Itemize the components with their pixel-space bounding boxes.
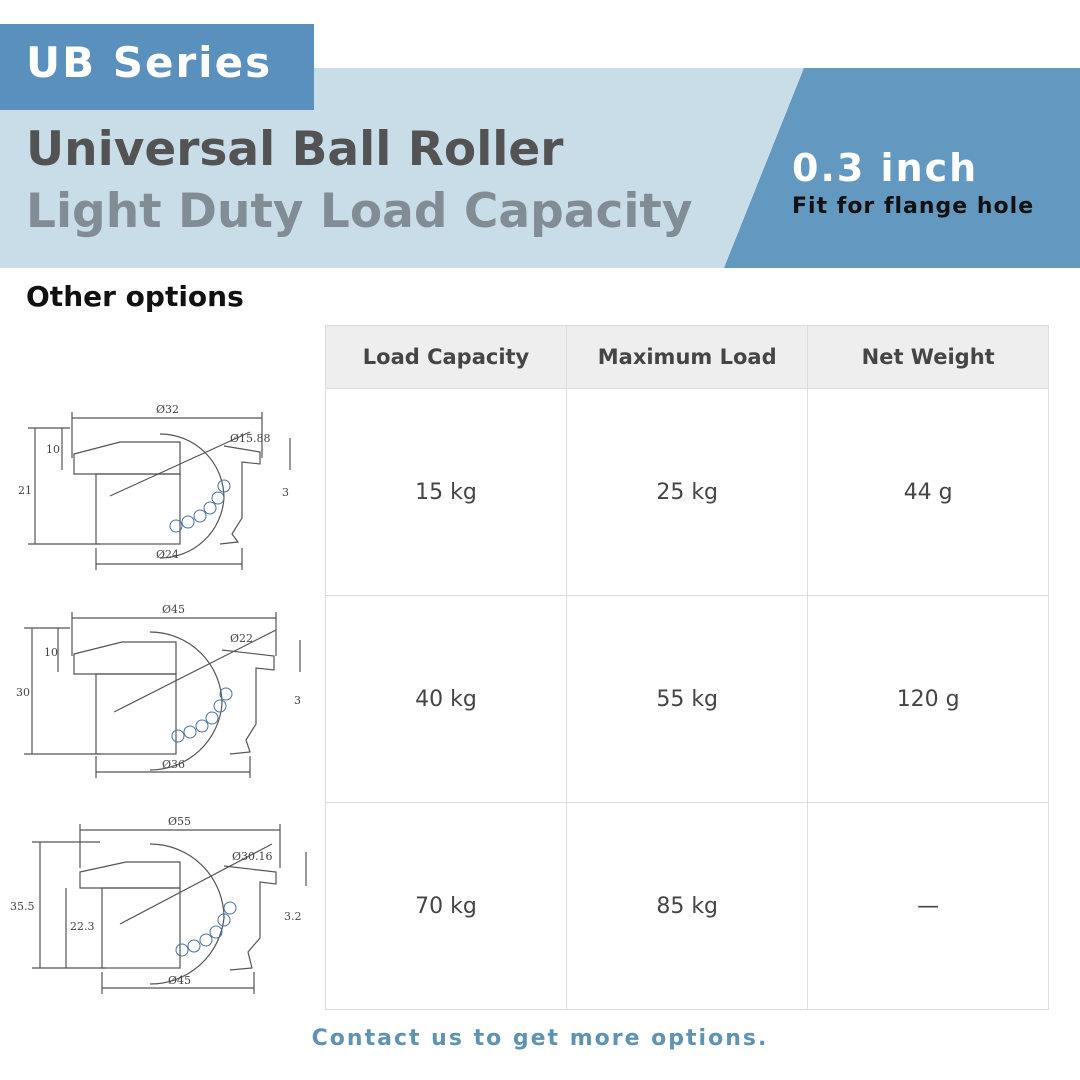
drawing-top-dia: Ø55 <box>168 815 191 828</box>
drawing-flange-height: 10 <box>46 443 60 456</box>
header-load-capacity: Load Capacity <box>324 325 568 389</box>
drawing-ub-small: Ø32 Ø15.88 Ø24 21 10 3 <box>18 403 291 570</box>
drawing-ball-dia: Ø15.88 <box>230 432 271 445</box>
cell-net-weight: 44 g <box>807 388 1049 596</box>
table-header-row: Load Capacity Maximum Load Net Weight <box>324 325 1049 389</box>
header-maximum-load: Maximum Load <box>566 325 809 389</box>
drawing-ub-medium: Ø45 Ø22 Ø36 30 10 3 <box>16 603 301 778</box>
drawing-bottom-dia: Ø24 <box>156 548 179 561</box>
drawing-lip: 3.2 <box>284 910 302 923</box>
drawing-flange-height: 10 <box>44 646 58 659</box>
drawing-height: 35.5 <box>10 900 35 913</box>
drawing-height: 21 <box>18 484 32 497</box>
drawing-ub-large: Ø55 Ø30.16 Ø45 35.5 22.3 3.2 <box>10 815 307 994</box>
drawing-height: 30 <box>16 686 30 699</box>
drawing-top-dia: Ø32 <box>156 403 179 416</box>
drawing-lip: 3 <box>294 694 301 707</box>
fit-label: Fit for flange hole <box>792 194 1035 219</box>
cell-load-capacity: 15 kg <box>324 388 568 596</box>
drawing-ball-dia: Ø22 <box>230 632 253 645</box>
drawing-bottom-dia: Ø45 <box>168 974 191 987</box>
section-title: Other options <box>26 280 244 313</box>
page-subtitle: Light Duty Load Capacity <box>26 184 693 239</box>
cell-load-capacity: 40 kg <box>324 595 568 803</box>
cell-net-weight: — <box>807 802 1049 1010</box>
contact-link[interactable]: Contact us to get more options. <box>311 1026 769 1051</box>
page-title: Universal Ball Roller <box>26 122 564 177</box>
drawing-ball-dia: Ø30.16 <box>232 850 273 863</box>
drawing-lip: 3 <box>282 486 289 499</box>
drawing-bottom-dia: Ø36 <box>162 758 185 771</box>
drawing-top-dia: Ø45 <box>162 603 185 616</box>
cell-maximum-load: 85 kg <box>566 802 809 1010</box>
series-tag <box>0 24 314 110</box>
drawing-flange-height: 22.3 <box>70 920 95 933</box>
cell-maximum-load: 25 kg <box>566 388 809 596</box>
series-label: UB Series <box>26 38 273 87</box>
table-row: 40 kg 55 kg 120 g <box>324 595 1049 803</box>
cell-load-capacity: 70 kg <box>324 802 568 1010</box>
cell-net-weight: 120 g <box>807 595 1049 803</box>
table-row: 70 kg 85 kg — <box>324 802 1049 1010</box>
header-net-weight: Net Weight <box>807 325 1049 389</box>
spec-table: Load Capacity Maximum Load Net Weight 15… <box>324 325 1049 1010</box>
cell-maximum-load: 55 kg <box>566 595 809 803</box>
size-label: 0.3 inch <box>792 146 979 190</box>
table-row: 15 kg 25 kg 44 g <box>324 388 1049 596</box>
